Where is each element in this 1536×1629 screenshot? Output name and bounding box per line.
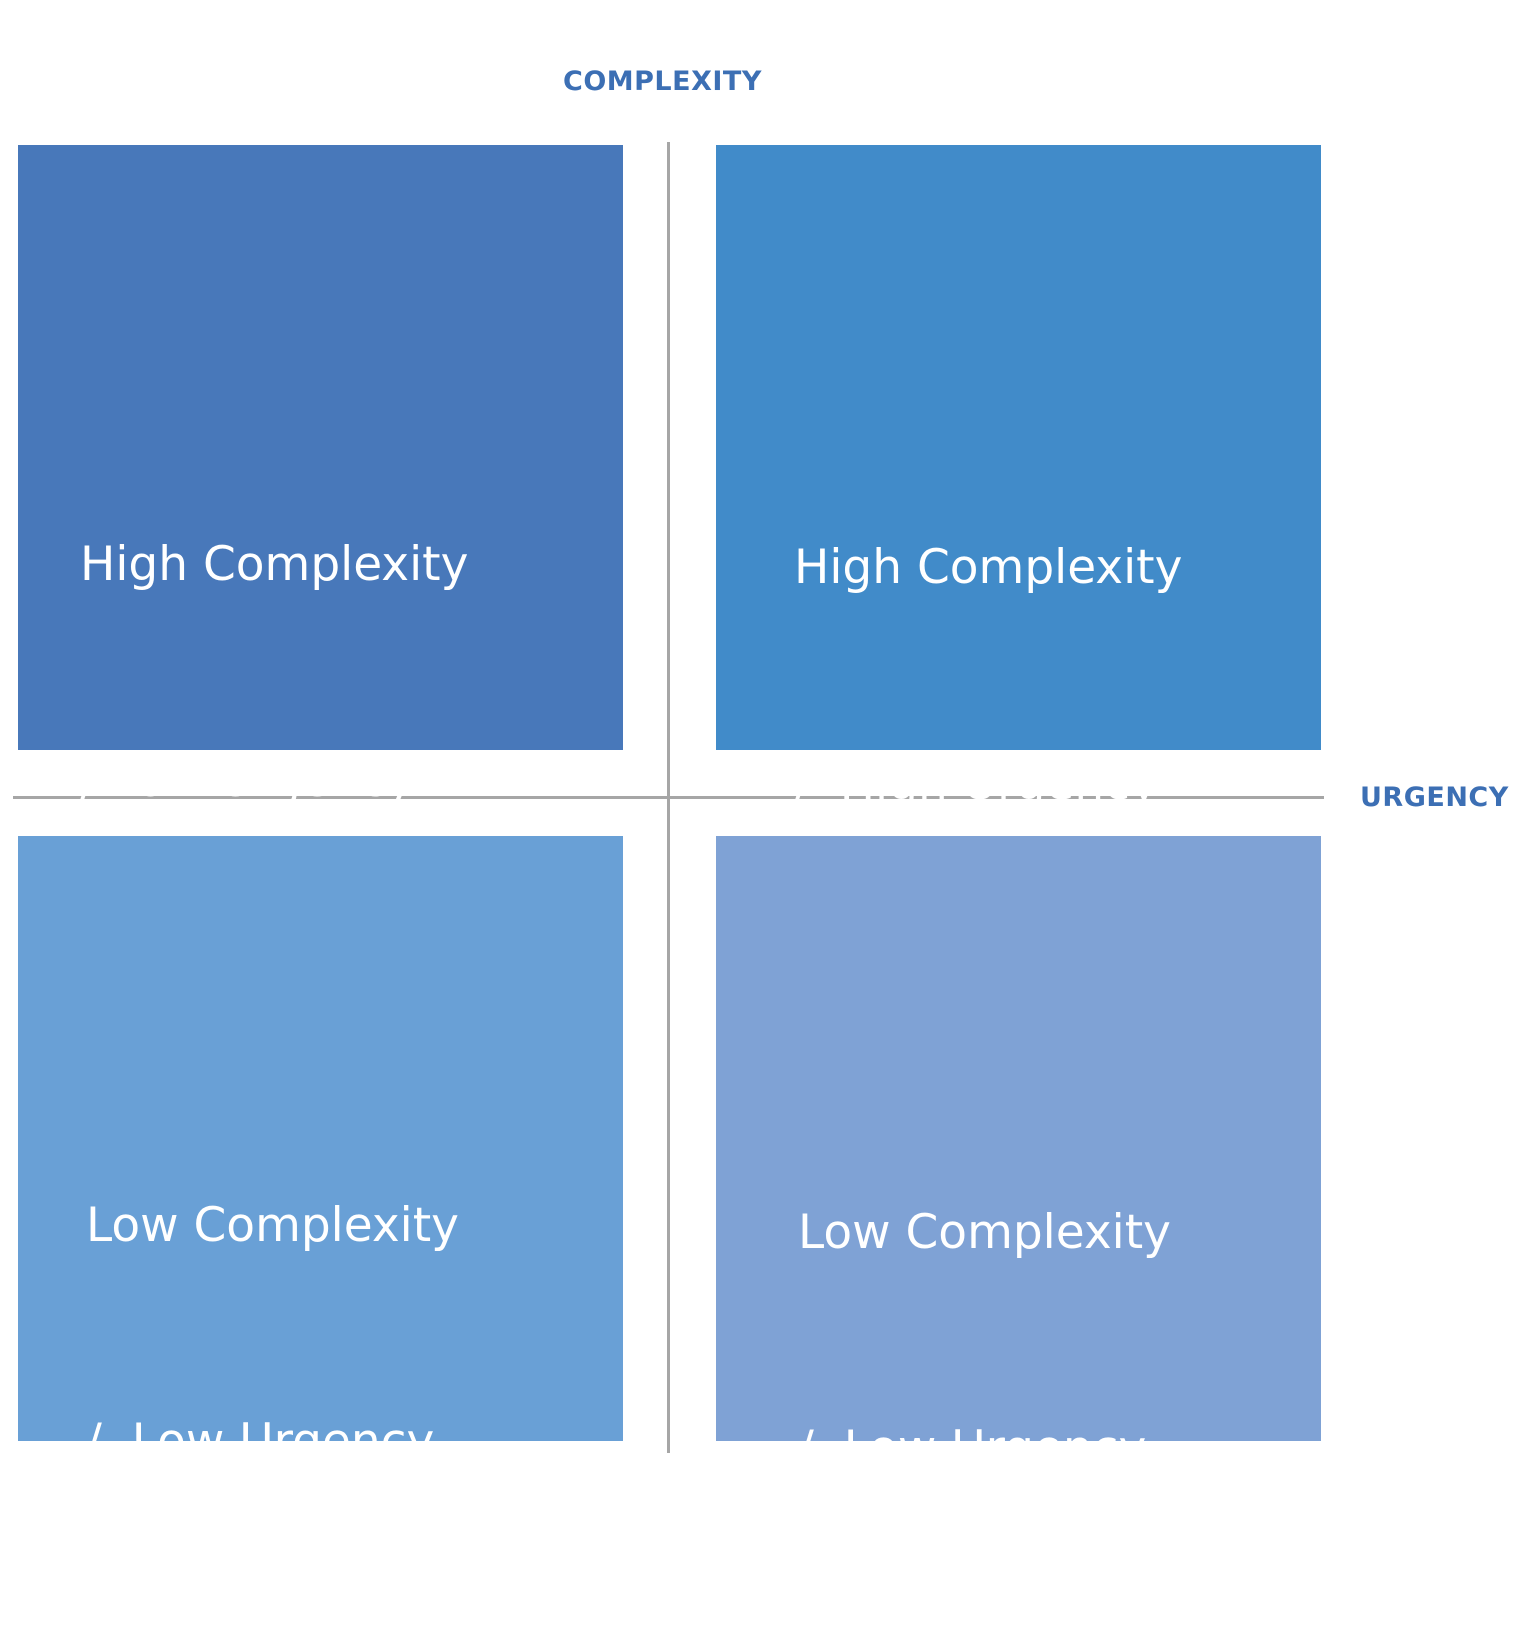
quadrant-low-complexity-low-urgency-right: Low Complexity / Low Urgency bbox=[716, 836, 1321, 1476]
urgency-axis-label: URGENCY bbox=[1360, 782, 1509, 813]
quadrant-label-line2: / Low Urgency bbox=[80, 753, 414, 808]
quadrant-high-complexity-low-urgency: High Complexity / Low Urgency bbox=[18, 145, 623, 808]
quadrant-label-line2: / High Urgency bbox=[794, 756, 1158, 811]
quadrant-label: Low Complexity / Low Urgency bbox=[798, 1053, 1171, 1629]
quadrant-label: High Complexity / High Urgency bbox=[794, 388, 1182, 964]
quadrant-label: High Complexity / Low Urgency bbox=[80, 385, 468, 961]
quadrant-label-line1: Low Complexity bbox=[86, 1198, 459, 1253]
quadrant-low-complexity-low-urgency-left: Low Complexity / Low Urgency bbox=[18, 836, 623, 1469]
quadrant-label-line1: High Complexity bbox=[80, 537, 469, 592]
quadrant-label-line1: High Complexity bbox=[794, 540, 1183, 595]
quadrant-high-complexity-high-urgency: High Complexity / High Urgency bbox=[716, 145, 1321, 811]
quadrant-label-line1: Low Complexity bbox=[798, 1205, 1171, 1260]
horizontal-axis-line bbox=[13, 796, 1324, 799]
quadrant-label: Low Complexity / Low Urgency bbox=[86, 1046, 459, 1622]
quadrant-label-line2: / Low Urgency bbox=[798, 1421, 1147, 1476]
complexity-axis-label: COMPLEXITY bbox=[563, 66, 762, 97]
quadrant-label-line2: / Low Urgency bbox=[86, 1414, 435, 1469]
